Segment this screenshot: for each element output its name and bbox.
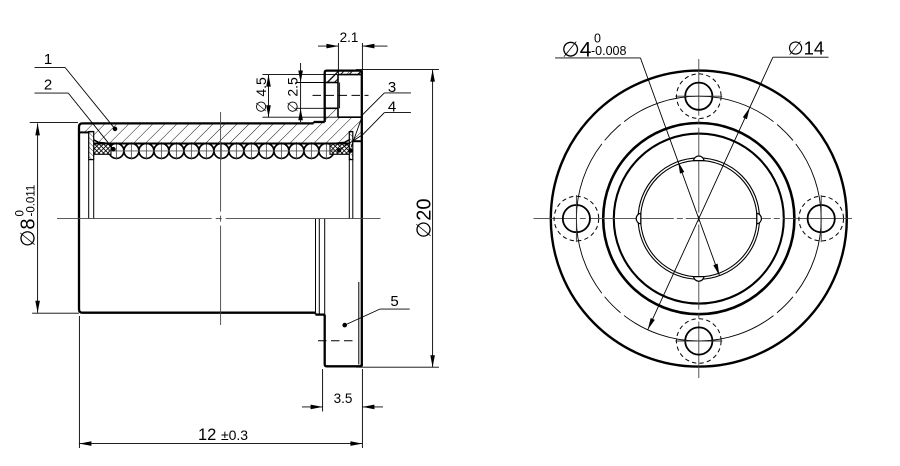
svg-text:2: 2	[44, 77, 52, 94]
svg-text:∅8: ∅8	[18, 218, 40, 247]
svg-text:∅ 2.5: ∅ 2.5	[285, 77, 301, 113]
svg-text:12 ±0.3: 12 ±0.3	[198, 426, 248, 444]
svg-text:4: 4	[388, 99, 396, 116]
svg-text:1: 1	[44, 51, 52, 68]
svg-text:0: 0	[594, 32, 601, 46]
svg-text:∅ 4.5: ∅ 4.5	[253, 77, 269, 113]
svg-text:-0.008: -0.008	[591, 44, 626, 58]
svg-text:2.1: 2.1	[340, 30, 359, 45]
svg-text:-0.011: -0.011	[26, 185, 38, 217]
svg-text:0: 0	[15, 210, 27, 216]
svg-text:∅20: ∅20	[414, 199, 436, 239]
svg-text:∅4: ∅4	[562, 39, 592, 62]
svg-text:5: 5	[390, 293, 398, 310]
svg-text:3.5: 3.5	[334, 391, 353, 406]
svg-text:∅14: ∅14	[788, 38, 825, 59]
svg-text:3: 3	[388, 79, 396, 96]
